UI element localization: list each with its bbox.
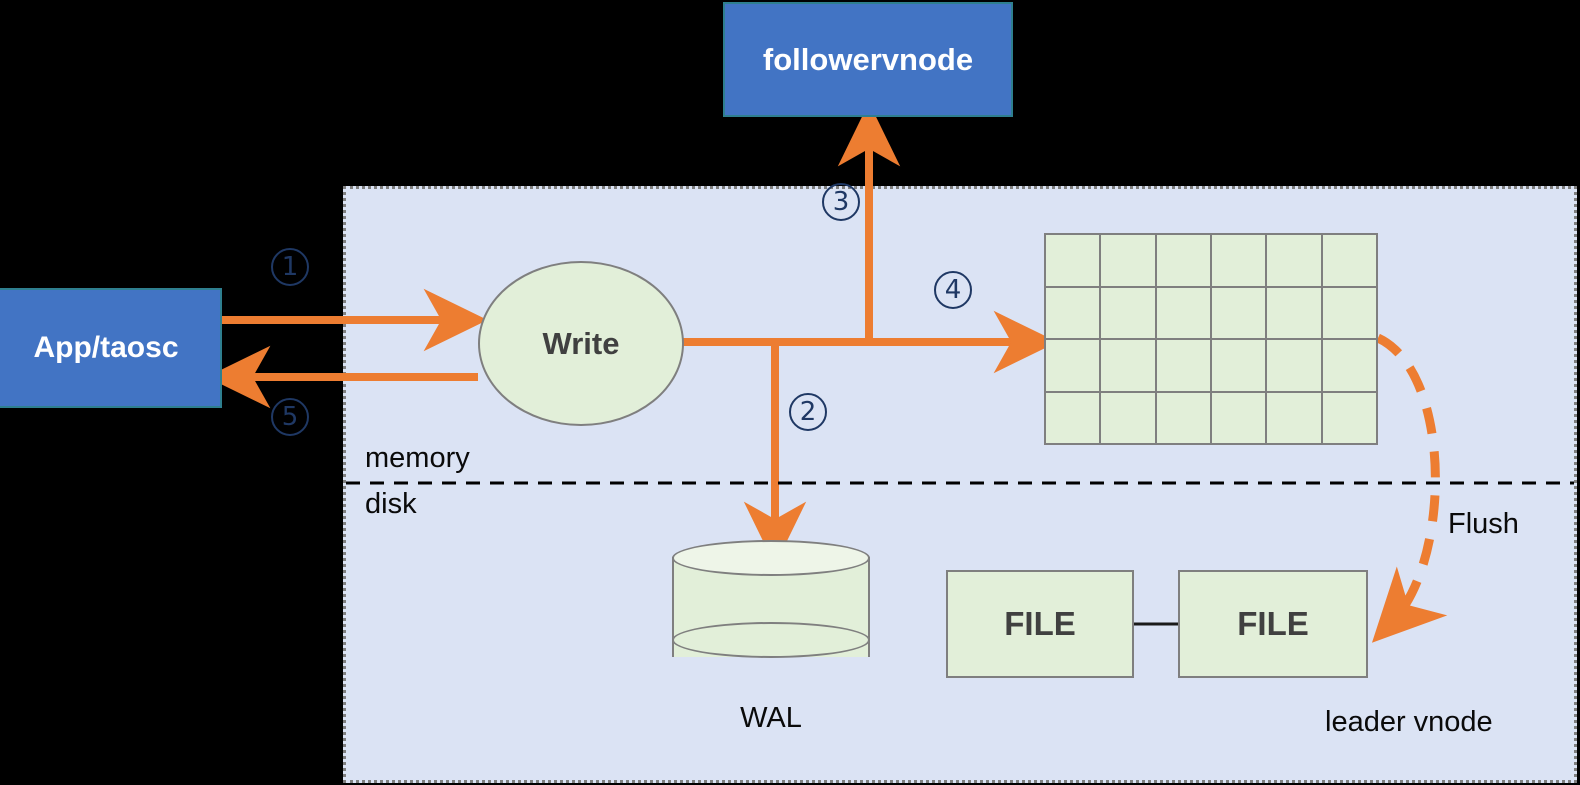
memtable-cell [1267,287,1321,338]
memtable-cell [1156,235,1210,286]
follower-vnode-line1: follower [762,41,882,77]
memtable-cell [1211,392,1266,443]
memtable-cell [1101,287,1155,338]
memtable-cell [1101,340,1155,391]
write-label: Write [542,325,620,361]
node-memtable-grid[interactable] [1044,233,1378,445]
memtable-cell [1267,235,1321,286]
memtable-cell [1046,235,1100,286]
step-badge-1: 1 [271,248,309,286]
file-2-label: FILE [1237,605,1309,642]
memtable-cell [1046,287,1100,338]
memtable-cell [1156,340,1210,391]
memory-label: memory [365,442,470,474]
step-badge-2: 2 [789,393,827,431]
memtable-cell [1156,287,1210,338]
memtable-cell [1211,287,1266,338]
file-1-label: FILE [1004,605,1076,642]
node-wal-cylinder[interactable] [672,540,870,675]
memtable-cell [1046,340,1100,391]
flush-label: Flush [1448,508,1519,540]
memtable-cell [1046,392,1100,443]
node-write[interactable]: Write [478,261,684,426]
step-badge-3: 3 [822,183,860,221]
step-badge-5: 5 [271,398,309,436]
node-follower-vnode[interactable]: follower vnode [723,2,1013,117]
node-file-1[interactable]: FILE [946,570,1134,678]
memtable-cell [1101,392,1155,443]
wal-label: WAL [740,702,802,734]
app-taosc-label: App/taosc [33,330,179,364]
memtable-cell [1156,392,1210,443]
leader-vnode-label: leader vnode [1325,706,1493,738]
wal-cylinder-bottom [672,622,870,658]
memtable-cell [1322,235,1376,286]
memtable-cell [1267,340,1321,391]
memtable-cell [1267,392,1321,443]
node-file-2[interactable]: FILE [1178,570,1368,678]
memtable-cell [1322,340,1376,391]
node-app-taosc[interactable]: App/taosc [0,288,222,408]
memtable-cell [1211,340,1266,391]
memtable-cell [1211,235,1266,286]
step-badge-4: 4 [934,271,972,309]
disk-label: disk [365,488,417,520]
wal-cylinder-top [672,540,870,576]
follower-vnode-line2: vnode [881,41,974,77]
memtable-cell [1322,392,1376,443]
memtable-cell [1101,235,1155,286]
memtable-cell [1322,287,1376,338]
